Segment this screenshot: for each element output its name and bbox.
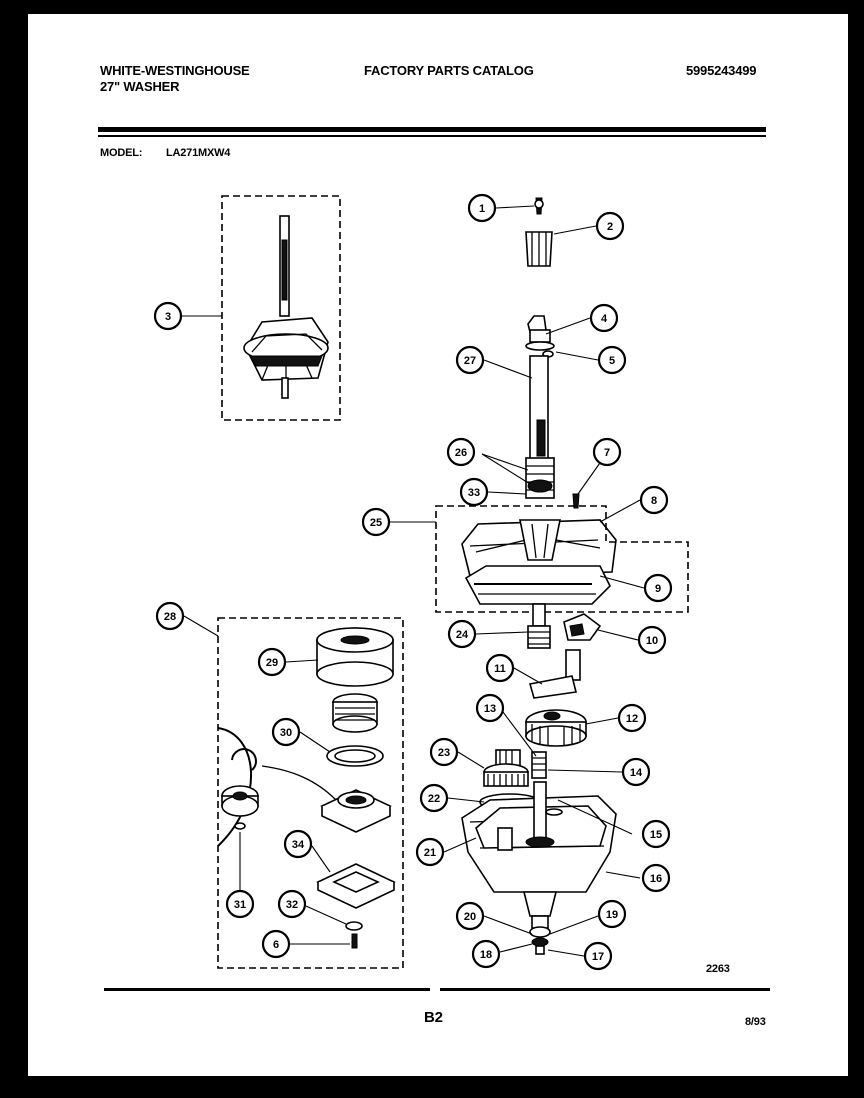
callout-24: 24 xyxy=(447,619,477,649)
catalog-title: FACTORY PARTS CATALOG xyxy=(364,63,534,78)
callout-15: 15 xyxy=(641,819,671,849)
revision-date: 8/93 xyxy=(745,1016,766,1028)
callout-number: 21 xyxy=(424,847,436,859)
brand-name: WHITE-WESTINGHOUSE xyxy=(100,63,250,78)
callout-number: 34 xyxy=(292,839,305,851)
callout-number: 27 xyxy=(464,355,476,367)
callout-number: 11 xyxy=(494,663,506,675)
callout-32: 32 xyxy=(277,889,307,919)
callout-number: 28 xyxy=(164,611,176,623)
transmission-assembly xyxy=(435,197,689,955)
callout-number: 17 xyxy=(592,951,604,963)
callout-number: 14 xyxy=(630,767,643,779)
callout-number: 2 xyxy=(607,221,613,233)
callout-11: 11 xyxy=(485,653,515,683)
callout-20: 20 xyxy=(455,901,485,931)
callout-number: 32 xyxy=(286,899,298,911)
callout-30: 30 xyxy=(271,717,301,747)
callout-6: 6 xyxy=(261,929,291,959)
callout-number: 7 xyxy=(604,447,610,459)
callout-number: 6 xyxy=(273,939,279,951)
callout-number: 15 xyxy=(650,829,662,841)
callout-1: 1 xyxy=(467,193,497,223)
callout-17: 17 xyxy=(583,941,613,971)
callout-18: 18 xyxy=(471,939,501,969)
callout-12: 12 xyxy=(617,703,647,733)
callout-33: 33 xyxy=(459,477,489,507)
callout-number: 8 xyxy=(651,495,657,507)
callout-number: 24 xyxy=(456,629,469,641)
callout-number: 30 xyxy=(280,727,292,739)
callout-22: 22 xyxy=(419,783,449,813)
callout-number: 3 xyxy=(165,311,171,323)
callout-number: 31 xyxy=(234,899,246,911)
callout-number: 9 xyxy=(655,583,661,595)
callout-8: 8 xyxy=(639,485,669,515)
callout-number: 22 xyxy=(428,793,440,805)
callout-number: 10 xyxy=(646,635,658,647)
callout-10: 10 xyxy=(637,625,667,655)
catalog-number: 5995243499 xyxy=(686,63,757,78)
catalog-sheet xyxy=(28,14,848,1076)
footer-rule-left xyxy=(104,988,430,991)
callout-number: 12 xyxy=(626,713,638,725)
callout-number: 13 xyxy=(484,703,496,715)
header-rule-thick xyxy=(98,127,766,132)
callout-28: 28 xyxy=(155,601,185,631)
callout-3: 3 xyxy=(153,301,183,331)
model-number: LA271MXW4 xyxy=(166,147,231,159)
callout-number: 26 xyxy=(455,447,467,459)
header-rule-thin xyxy=(98,135,766,137)
callout-number: 23 xyxy=(438,747,450,759)
callout-27: 27 xyxy=(455,345,485,375)
callout-7: 7 xyxy=(592,437,622,467)
callout-19: 19 xyxy=(597,899,627,929)
callout-13: 13 xyxy=(475,693,505,723)
model-label: MODEL: xyxy=(100,147,143,159)
callout-14: 14 xyxy=(621,757,651,787)
drawing-number: 2263 xyxy=(706,963,730,975)
callout-26: 26 xyxy=(446,437,476,467)
callout-number: 1 xyxy=(479,203,485,215)
spin-tub-assembly-box xyxy=(221,195,341,421)
callout-number: 4 xyxy=(601,313,608,325)
callout-number: 20 xyxy=(464,911,476,923)
callout-number: 16 xyxy=(650,873,662,885)
callout-5: 5 xyxy=(597,345,627,375)
callout-29: 29 xyxy=(257,647,287,677)
callout-number: 18 xyxy=(480,949,492,961)
callout-21: 21 xyxy=(415,837,445,867)
callout-number: 25 xyxy=(370,517,382,529)
page-number: B2 xyxy=(424,1009,443,1026)
leader-lines xyxy=(182,205,645,957)
callout-31: 31 xyxy=(225,889,255,919)
footer-rule-right xyxy=(440,988,770,991)
callout-23: 23 xyxy=(429,737,459,767)
callout-number: 29 xyxy=(266,657,278,669)
callout-25: 25 xyxy=(361,507,391,537)
callout-34: 34 xyxy=(283,829,313,859)
callout-number: 5 xyxy=(609,355,615,367)
callout-number: 33 xyxy=(468,487,480,499)
callout-number: 19 xyxy=(606,909,618,921)
callout-4: 4 xyxy=(589,303,619,333)
callout-16: 16 xyxy=(641,863,671,893)
product-name: 27" WASHER xyxy=(100,79,180,94)
callout-2: 2 xyxy=(595,211,625,241)
bearing-kit-group xyxy=(217,617,404,969)
callout-9: 9 xyxy=(643,573,673,603)
